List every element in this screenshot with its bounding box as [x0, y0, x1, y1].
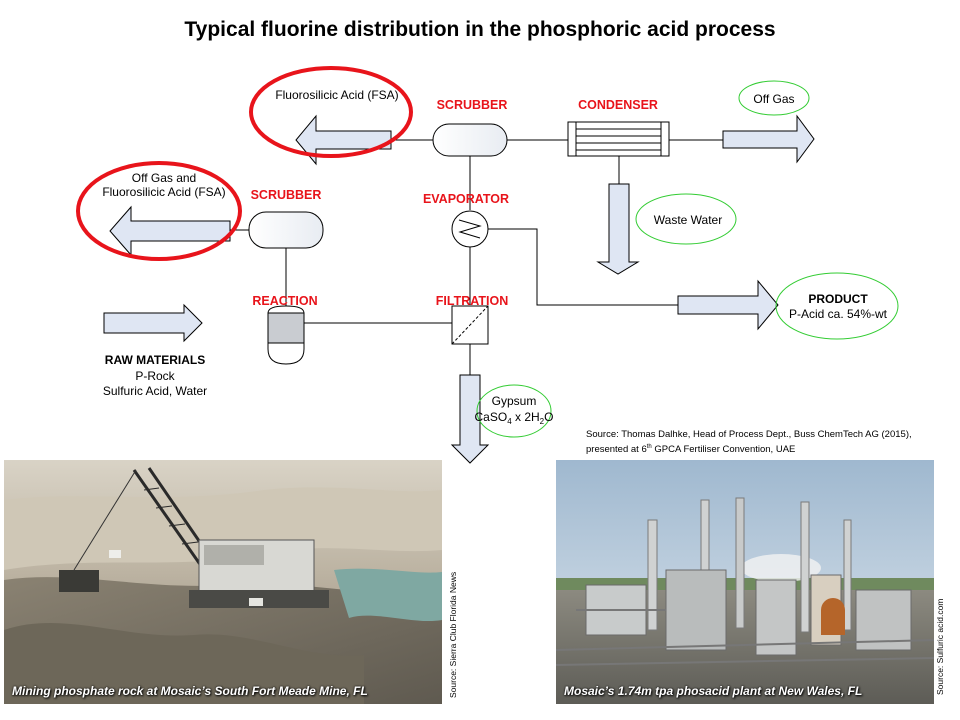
source-sierra-club: Source: Sierra Club Florida News	[448, 571, 458, 698]
mining-scene-image	[4, 460, 442, 704]
photo-phosacid-plant: Mosaic’s 1.74m tpa phosacid plant at New…	[556, 460, 934, 704]
label-reaction: REACTION	[252, 294, 317, 308]
reaction-vessel	[267, 305, 305, 365]
source-note: Source: Thomas Dalhke, Head of Process D…	[586, 428, 960, 456]
caption-mining: Mining phosphate rock at Mosaic’s South …	[12, 684, 368, 698]
flow-arrows	[103, 114, 815, 464]
filtration-filter	[451, 305, 489, 345]
label-scrubber-top: SCRUBBER	[437, 98, 508, 112]
highlight-circle-offgas-fsa	[76, 161, 242, 261]
label-scrubber-left: SCRUBBER	[251, 188, 322, 202]
label-condenser: CONDENSER	[578, 98, 658, 112]
waste-water-bubble	[635, 193, 737, 245]
label-offgas-fsa-line1: Off Gas and	[132, 171, 196, 185]
gypsum-bubble	[476, 384, 552, 438]
offgas-bubble	[738, 80, 810, 116]
scrubber-left-vessel	[248, 211, 324, 249]
label-filtration: FILTRATION	[436, 294, 508, 308]
label-raw-line2: Sulfuric Acid, Water	[103, 384, 207, 398]
page-title: Typical fluorine distribution in the pho…	[184, 18, 776, 41]
photo-mining-dragline: Mining phosphate rock at Mosaic’s South …	[4, 460, 442, 704]
condenser-vessel	[567, 121, 670, 157]
source-sulfuric-acid: Source: Sulfuric acid.com	[935, 598, 945, 695]
label-raw-line1: P-Rock	[135, 369, 175, 383]
plant-scene-image	[556, 460, 934, 704]
label-off-gas: Off Gas	[753, 92, 794, 106]
arrow-product-out	[677, 279, 779, 331]
label-product-title: PRODUCT	[808, 292, 868, 306]
evaporator-heat-exchanger	[451, 210, 489, 248]
highlight-circle-fsa	[249, 66, 413, 158]
process-lines	[230, 139, 723, 375]
arrow-offgas-fsa-out	[109, 205, 231, 257]
arrow-raw-materials-in	[103, 303, 203, 343]
arrow-gypsum-out	[450, 374, 490, 464]
source-note-line1: Source: Thomas Dalhke, Head of Process D…	[586, 429, 912, 440]
arrow-waste-water-out	[596, 183, 640, 275]
label-waste-water: Waste Water	[654, 213, 722, 227]
scrubber-top-vessel	[432, 123, 508, 157]
label-gypsum-title: Gypsum	[492, 394, 537, 408]
label-fsa-top: Fluorosilicic Acid (FSA)	[275, 88, 398, 102]
arrow-offgas-out	[722, 114, 815, 164]
label-raw-materials-title: RAW MATERIALS	[105, 353, 205, 367]
label-gypsum-formula: CaSO4 x 2H2O	[475, 410, 554, 426]
label-evaporator: EVAPORATOR	[423, 192, 509, 206]
label-offgas-fsa-line2: Fluorosilicic Acid (FSA)	[102, 185, 225, 199]
label-product-desc: P-Acid ca. 54%-wt	[789, 307, 888, 321]
product-bubble	[775, 272, 899, 340]
caption-plant: Mosaic’s 1.74m tpa phosacid plant at New…	[564, 684, 863, 698]
source-note-line2: presented at 6th GPCA Fertiliser Convent…	[586, 444, 796, 456]
process-flow-diagram: SCRUBBER CONDENSER SCRUBBER EVAPORATOR R…	[76, 66, 899, 464]
